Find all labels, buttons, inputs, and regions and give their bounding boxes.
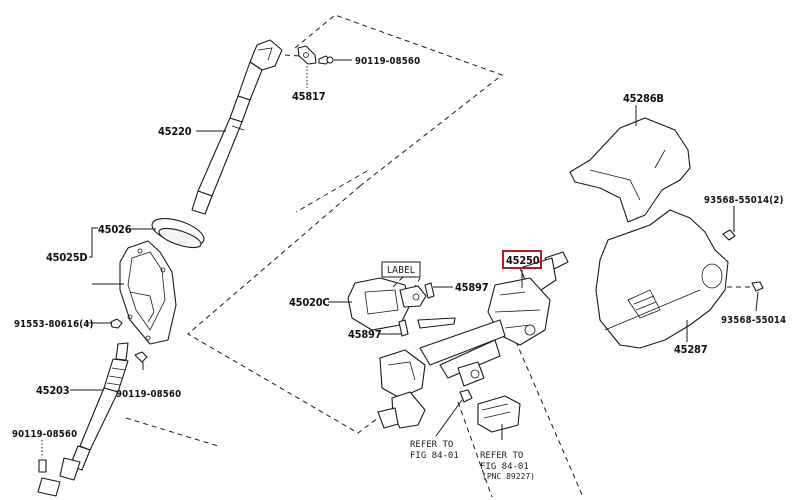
- bolt-90119-mid[interactable]: [134, 351, 148, 363]
- ref-2-line3[interactable]: (PNC 89227): [482, 472, 535, 481]
- part-45025D[interactable]: [119, 240, 177, 345]
- highlight-box-45250: [502, 250, 542, 269]
- label-45203[interactable]: 45203: [36, 384, 70, 397]
- screw-93568[interactable]: [751, 281, 764, 292]
- label-45287[interactable]: 45287: [674, 343, 708, 356]
- bolt-45897-a[interactable]: [424, 282, 435, 299]
- label-tag-box: [381, 261, 421, 278]
- label-45817[interactable]: 45817: [292, 90, 326, 103]
- part-45203[interactable]: [37, 342, 129, 497]
- nut-91553[interactable]: [110, 318, 123, 329]
- screw-93568-2[interactable]: [722, 229, 736, 241]
- ref-1-line1[interactable]: REFER TO: [410, 440, 453, 450]
- label-91553-80616[interactable]: 91553-80616(4): [14, 319, 94, 330]
- label-45286B[interactable]: 45286B: [623, 92, 664, 105]
- part-45220[interactable]: [191, 39, 283, 215]
- part-45250[interactable]: [377, 251, 569, 429]
- part-45817[interactable]: [297, 45, 317, 65]
- leader-lines: [41, 59, 759, 458]
- part-45287[interactable]: [595, 209, 729, 349]
- label-45220[interactable]: 45220: [158, 125, 192, 138]
- part-45026[interactable]: [149, 213, 207, 251]
- label-45897-a[interactable]: 45897: [455, 281, 489, 294]
- part-labels: 45220 45817 90119-08560 45026 45025D 915…: [12, 56, 786, 481]
- ref-2-line2[interactable]: FIG 84-01: [480, 462, 529, 472]
- label-45897-b[interactable]: 45897: [348, 328, 382, 341]
- label-90119-08560-bot[interactable]: 90119-08560: [12, 429, 77, 440]
- bolt-45897-b[interactable]: [398, 319, 409, 337]
- ref-1-line2[interactable]: FIG 84-01: [410, 451, 459, 461]
- label-45025D[interactable]: 45025D: [46, 251, 88, 264]
- ref-module-89227[interactable]: [477, 395, 521, 433]
- bolt-90119-bot[interactable]: [38, 459, 47, 473]
- label-45026[interactable]: 45026: [98, 223, 132, 236]
- ref-bolt[interactable]: [459, 389, 473, 403]
- part-45286B[interactable]: [569, 117, 691, 223]
- label-tag[interactable]: LABEL: [387, 265, 415, 276]
- label-93568-55014-2[interactable]: 93568-55014(2): [704, 195, 784, 206]
- label-93568-55014[interactable]: 93568-55014: [721, 315, 786, 326]
- part-45020C[interactable]: [347, 277, 427, 331]
- label-90119-08560-mid[interactable]: 90119-08560: [116, 389, 181, 400]
- phantom-lines: [125, 14, 752, 498]
- ref-2-line1[interactable]: REFER TO: [480, 451, 523, 461]
- label-45250[interactable]: 45250: [506, 254, 540, 267]
- label-45020C[interactable]: 45020C: [289, 296, 330, 309]
- label-90119-08560-top[interactable]: 90119-08560: [355, 56, 420, 67]
- bolt-90119-top[interactable]: [318, 55, 334, 65]
